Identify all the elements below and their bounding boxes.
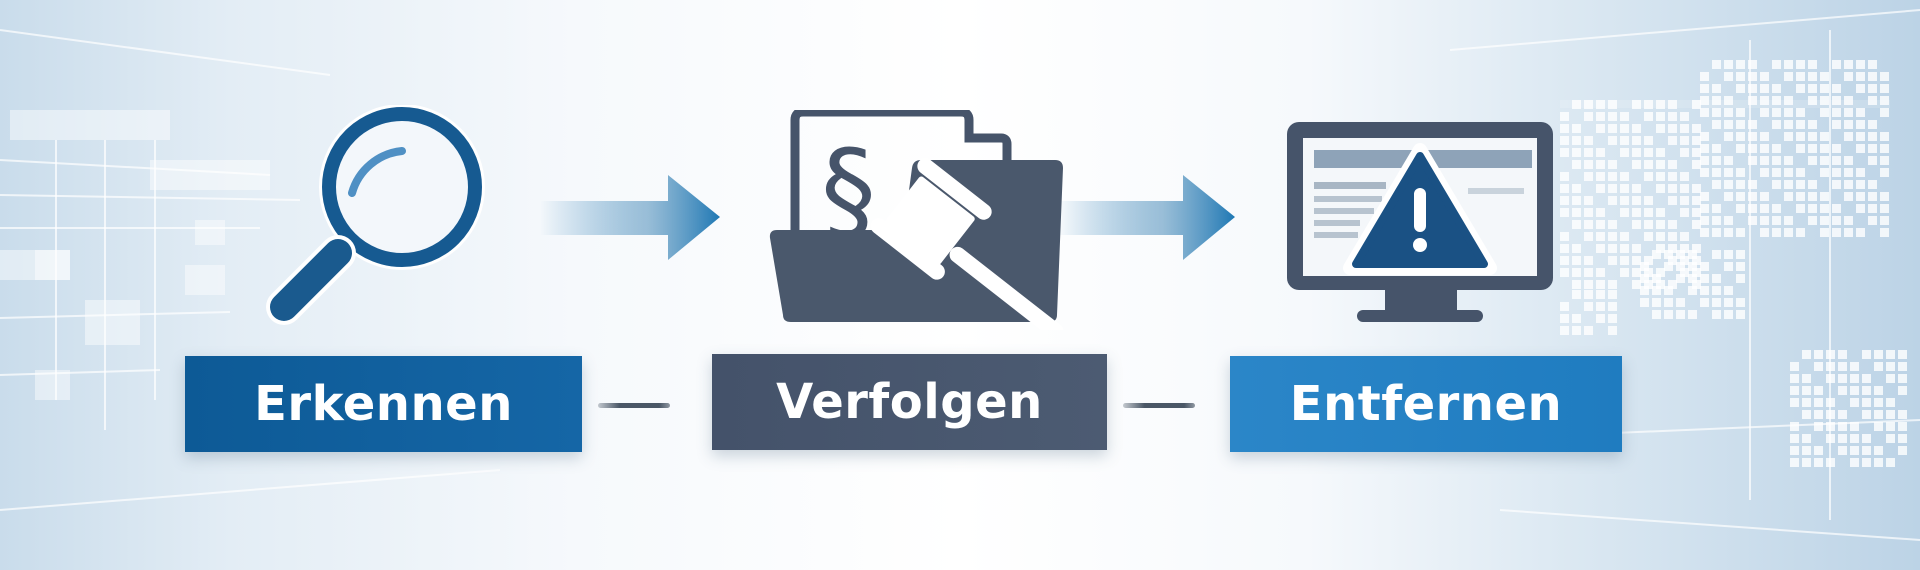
legal-folder-gavel-icon: § — [769, 110, 1064, 330]
monitor-warning-icon — [1287, 122, 1553, 322]
step-label-erkennen: Erkennen — [185, 356, 582, 452]
step-3-label: Entfernen — [1289, 376, 1563, 432]
step-label-verfolgen: Verfolgen — [712, 354, 1107, 450]
connector-line-1 — [598, 403, 670, 408]
arrow-2-icon — [1055, 175, 1235, 260]
arrow-1-icon — [540, 175, 720, 260]
step-1-label: Erkennen — [254, 376, 513, 432]
step-label-entfernen: Entfernen — [1230, 356, 1622, 452]
step-2-label: Verfolgen — [776, 374, 1043, 430]
magnifier-icon — [266, 105, 485, 325]
connector-line-2 — [1123, 403, 1195, 408]
